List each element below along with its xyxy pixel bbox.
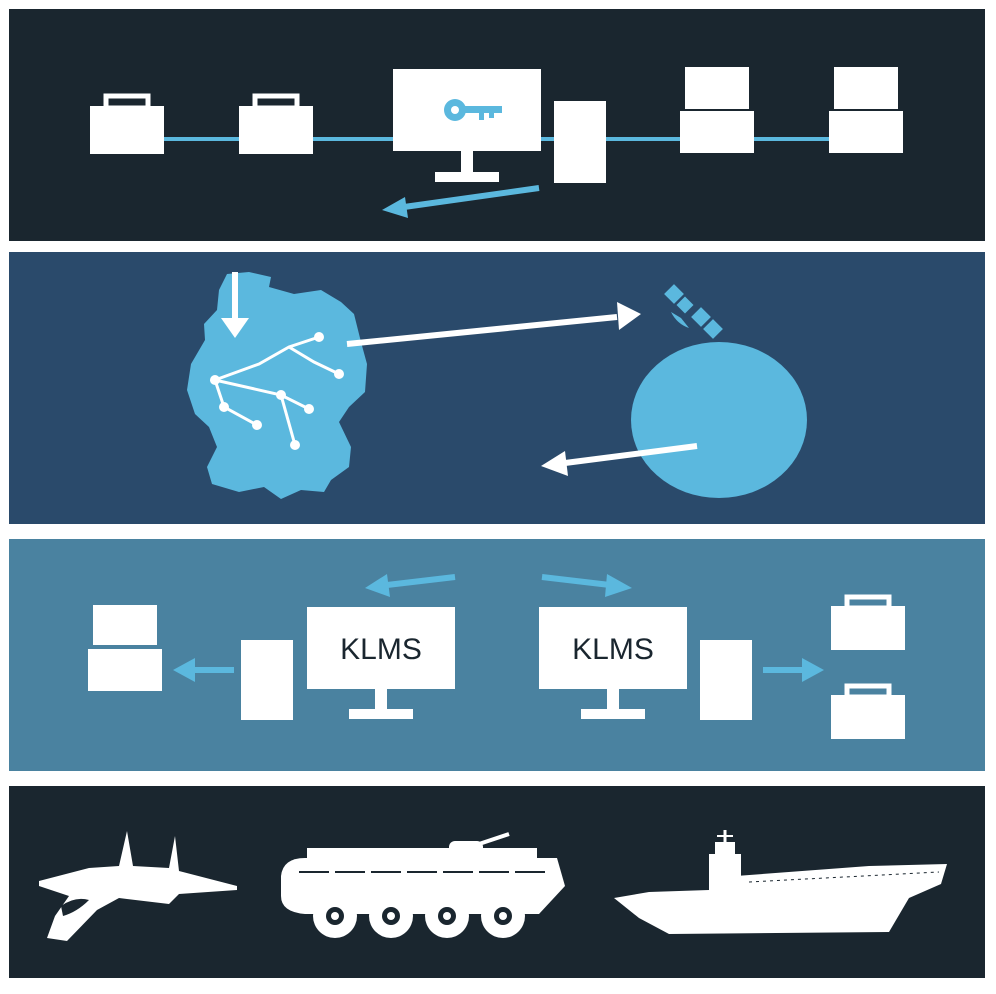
klms-monitor-right: KLMS xyxy=(539,607,687,719)
satellite-icon xyxy=(664,284,723,339)
panel-key-distribution xyxy=(9,9,985,241)
briefcase-icon xyxy=(90,93,164,154)
klms-label: KLMS xyxy=(572,633,654,666)
klms-label: KLMS xyxy=(340,633,422,666)
germany-map-icon xyxy=(187,272,367,499)
panel-klms: KLMS KLMS xyxy=(9,539,985,771)
arrow-icon xyxy=(763,658,824,682)
briefcase-icon xyxy=(831,683,905,739)
klms-monitor-left: KLMS xyxy=(307,607,455,719)
arrow-icon xyxy=(541,574,632,597)
panel-platforms xyxy=(9,786,985,978)
tower-icon xyxy=(554,101,606,183)
armored-vehicle-icon xyxy=(281,832,565,938)
arrow-icon xyxy=(346,302,641,347)
briefcase-icon xyxy=(831,594,905,650)
arrow-icon xyxy=(365,574,456,597)
aircraft-carrier-icon xyxy=(614,830,947,934)
tower-icon xyxy=(241,640,293,720)
printer-icon xyxy=(829,67,903,153)
monitor-key-icon xyxy=(393,69,541,182)
arrow-icon xyxy=(541,443,698,476)
globe-icon xyxy=(631,342,807,498)
key-icon xyxy=(444,99,502,121)
panel-satellite xyxy=(9,252,985,524)
printer-icon xyxy=(88,605,162,691)
printer-icon xyxy=(680,67,754,153)
arrow-icon xyxy=(173,658,234,682)
arrow-icon xyxy=(382,185,540,218)
fighter-jet-icon xyxy=(39,831,237,941)
tower-icon xyxy=(700,640,752,720)
briefcase-icon xyxy=(239,93,313,154)
